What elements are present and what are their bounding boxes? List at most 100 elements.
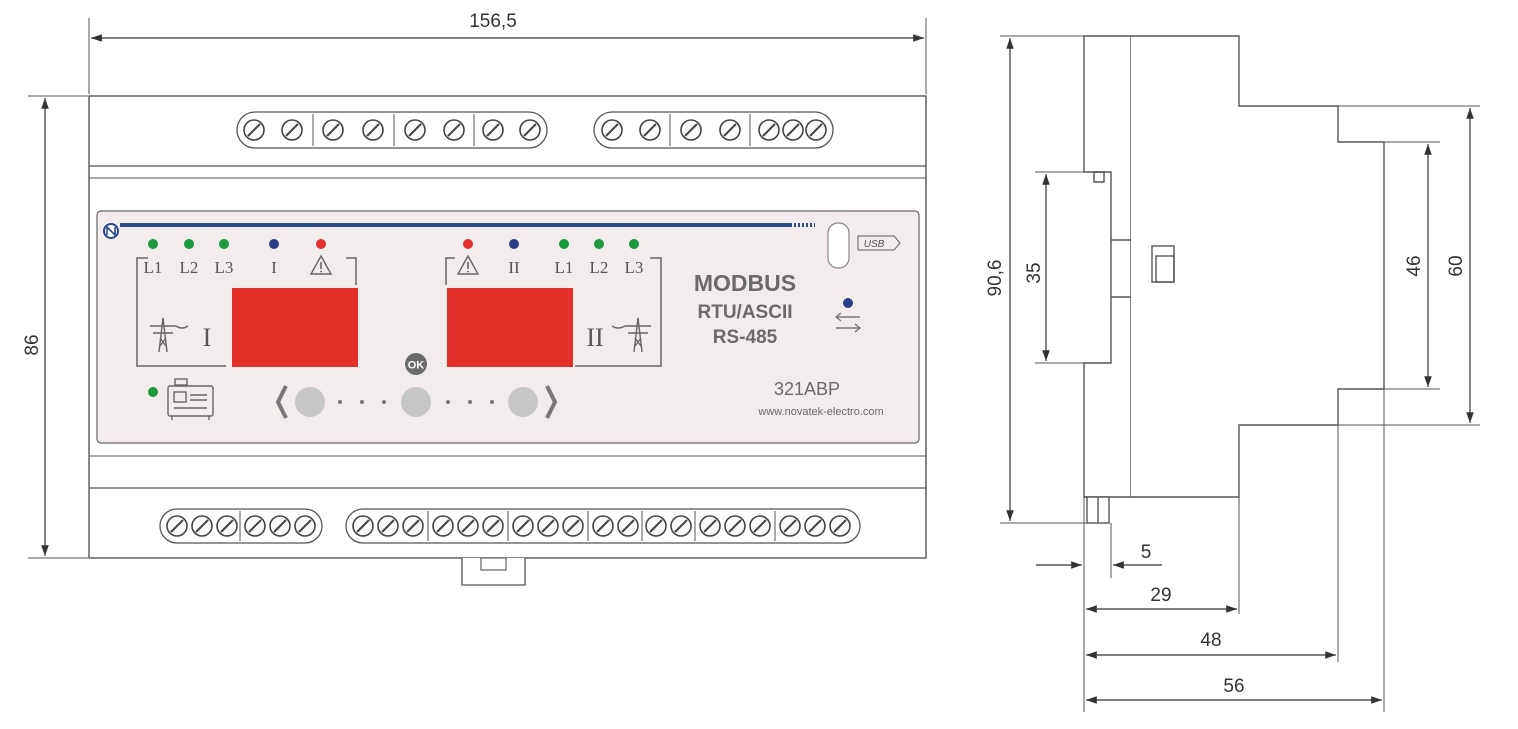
dimension-depth-29-label: 29 (1150, 585, 1171, 606)
label-l3: L3 (625, 258, 644, 277)
power-tower-icon (611, 317, 651, 353)
label-l2: L2 (180, 258, 199, 277)
side-view: 90,6 35 46 60 (985, 35, 1480, 712)
terminal-screw (724, 515, 746, 537)
terminal-screws-top (243, 114, 827, 146)
button-ok[interactable] (401, 387, 431, 417)
front-panel: L1 L2 L3 I (96, 210, 920, 444)
terminal-screw (779, 515, 801, 537)
usb-port[interactable] (827, 222, 850, 269)
terminal-screw (601, 119, 623, 141)
terminal-screw (362, 119, 384, 141)
left-indicator-group: L1 L2 L3 I (136, 239, 358, 367)
terminal-screw (592, 515, 614, 537)
generator-icon (167, 378, 214, 420)
label-l1: L1 (144, 258, 163, 277)
display-input1 (232, 288, 358, 367)
website-label: www.novatek-electro.com (757, 406, 883, 418)
terminal-screw (443, 119, 465, 141)
terminal-screw (191, 515, 213, 537)
dimension-depth-48: 48 (1086, 630, 1336, 659)
terminal-screw (645, 515, 667, 537)
protocol-title: MODBUS (694, 270, 796, 296)
dot-separator (446, 400, 450, 404)
warning-icon (456, 254, 480, 275)
led-l2-input2 (594, 239, 604, 249)
terminal-screw (719, 119, 741, 141)
protocol-interface: RS-485 (713, 327, 778, 348)
dimension-rail-outer: 60 (1338, 105, 1480, 426)
power-tower-icon (150, 317, 189, 353)
dot-separator (490, 400, 494, 404)
terminal-screw (432, 515, 454, 537)
terminal-screw (216, 515, 238, 537)
button-right[interactable] (508, 387, 538, 417)
led-input2 (509, 239, 519, 249)
terminal-screw (512, 515, 534, 537)
dimension-overall-height-label: 90,6 (985, 260, 1006, 297)
usb-label: USB (864, 239, 885, 250)
terminal-screw (562, 515, 584, 537)
label-input2: II (508, 258, 520, 277)
led-l3-input2 (629, 239, 639, 249)
input1-numeral: I (203, 323, 212, 352)
button-left[interactable] (295, 387, 325, 417)
led-rs485 (843, 298, 853, 308)
led-l1-input1 (148, 239, 158, 249)
terminal-screw (617, 515, 639, 537)
model-label: 321ABP (774, 379, 840, 399)
terminal-screw (670, 515, 692, 537)
terminal-screw (680, 119, 702, 141)
terminal-screw (243, 119, 265, 141)
chevron-right-icon (545, 385, 558, 419)
dimension-width-label: 156,5 (469, 11, 517, 32)
display-input2 (447, 288, 573, 367)
terminal-screw (482, 119, 504, 141)
dimension-overall-height: 90,6 (985, 35, 1087, 524)
led-alarm-input1 (316, 239, 326, 249)
terminal-screw (805, 119, 827, 141)
dot-separator (360, 400, 364, 404)
label-l3: L3 (215, 258, 234, 277)
terminal-screw (352, 515, 374, 537)
terminal-screws-bottom (166, 511, 851, 541)
dimension-depth-5: 5 (1036, 542, 1162, 569)
dimension-depth-56: 56 (1086, 676, 1382, 704)
dot-separator (338, 400, 342, 404)
terminal-screw (457, 515, 479, 537)
warning-icon (309, 254, 333, 275)
terminal-screw (377, 515, 399, 537)
dot-separator (468, 400, 472, 404)
led-l3-input1 (219, 239, 229, 249)
side-profile (1083, 35, 1385, 524)
terminal-screw (699, 515, 721, 537)
label-l2: L2 (590, 258, 609, 277)
front-view: 156,5 86 (22, 11, 927, 586)
led-generator (148, 387, 158, 397)
dimension-depth-29: 29 (1086, 585, 1237, 613)
dimension-depth-5-label: 5 (1141, 542, 1152, 563)
terminal-screw (482, 515, 504, 537)
terminal-screw (519, 119, 541, 141)
terminal-screw (804, 515, 826, 537)
dimension-height-label: 86 (22, 334, 43, 355)
depth-extension-lines (1083, 389, 1385, 712)
usb-icon: USB (857, 235, 901, 251)
led-alarm-input2 (463, 239, 473, 249)
led-l2-input1 (184, 239, 194, 249)
dimension-front-step-label: 35 (1024, 262, 1045, 283)
terminal-screw (829, 515, 851, 537)
dimension-front-step: 35 (1024, 171, 1084, 364)
ok-badge: OK (405, 353, 427, 375)
terminal-screw (244, 515, 266, 537)
input2-numeral: II (586, 323, 603, 352)
ok-label: OK (408, 360, 425, 372)
dimension-depth-56-label: 56 (1223, 676, 1244, 697)
terminal-screw (322, 119, 344, 141)
terminal-screw (269, 515, 291, 537)
dimension-rail-inner: 46 (1384, 141, 1440, 390)
dimension-rail-inner-label: 46 (1404, 255, 1425, 276)
terminal-screw (758, 119, 780, 141)
terminal-screw (782, 119, 804, 141)
